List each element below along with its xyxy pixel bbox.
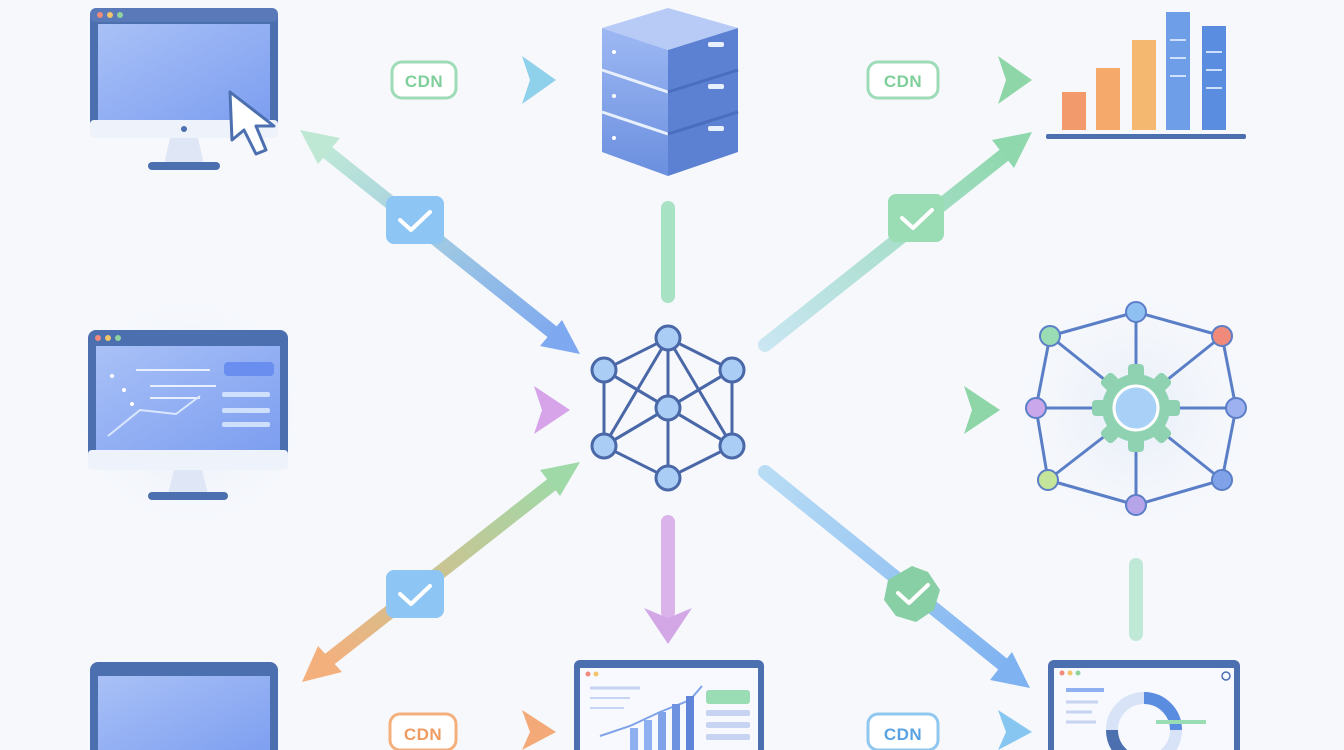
link-hub-bottom-left: [302, 462, 580, 682]
cdn-arrow-bottom-right: CDN: [778, 710, 1032, 750]
link-hub-gear-network: [763, 386, 1000, 434]
bar-chart-icon: [1046, 12, 1246, 139]
checkmark-badge-icon: [888, 194, 944, 242]
checkmark-badge-icon: [386, 196, 444, 244]
network-hub-icon: [590, 324, 746, 492]
analytics-monitor-icon: [574, 660, 764, 750]
gear-network-icon: [1025, 301, 1247, 516]
desktop-monitor-icon: [90, 662, 278, 750]
checkmark-badge-icon: [884, 566, 940, 622]
link-hub-top-right: [758, 132, 1032, 352]
cdn-arrow-top-left: CDN: [303, 56, 556, 104]
link-hub-bottom-center: [644, 515, 692, 644]
dashboard-monitor-icon: [88, 330, 288, 500]
server-stack-icon: [601, 8, 739, 176]
link-left-monitor-hub: [309, 386, 570, 434]
cdn-label-bottom-left: CDN: [404, 725, 442, 744]
link-top-left-hub: [300, 130, 580, 354]
cdn-label-bottom-right: CDN: [884, 725, 922, 744]
link-hub-bottom-right: [758, 465, 1030, 688]
cdn-label-top-right: CDN: [884, 72, 922, 91]
cdn-arrow-top-right: CDN: [778, 56, 1032, 104]
donut-dashboard-icon: [1048, 660, 1240, 750]
checkmark-badge-icon: [386, 570, 444, 618]
cdn-arrow-bottom-left: CDN: [303, 710, 556, 750]
cdn-label-top-left: CDN: [405, 72, 443, 91]
mouse-cursor-icon: [228, 90, 276, 156]
desktop-monitor-icon: [90, 8, 278, 170]
